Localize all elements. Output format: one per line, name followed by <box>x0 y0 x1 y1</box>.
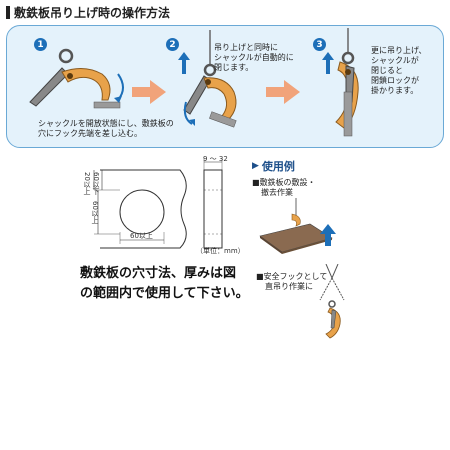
step-arrow-1-icon <box>132 80 166 104</box>
hole-dimension-diagram <box>93 158 223 249</box>
step-3-caption: 更に吊り上げ、 シャックルが 閉じると 閉鎖ロックが 掛かります。 <box>371 46 427 95</box>
hook-pin-icon <box>205 79 211 85</box>
example-2-text: ■安全フックとして 直吊り作業に <box>256 272 328 291</box>
step-2-number: 2 <box>166 38 179 51</box>
hook-body-icon <box>61 68 111 101</box>
hole-circle <box>119 189 165 235</box>
step-2-up-arrow-icon <box>178 52 190 74</box>
section-title-text: 敷鉄板吊り上げ時の操作方法 <box>14 6 171 20</box>
example-2-illustration <box>319 264 345 339</box>
steel-plate-icon <box>209 111 237 128</box>
square-bullet-icon: ■ <box>256 272 264 281</box>
steel-plate-icon <box>93 101 121 109</box>
square-bullet-icon: ■ <box>252 178 260 187</box>
dim-hole-height-label: 60以上 <box>91 201 99 224</box>
section-title: 敷鉄板吊り上げ時の操作方法 <box>6 4 170 21</box>
triangle-right-icon: ▶ <box>252 161 259 171</box>
shackle-arm-icon <box>330 309 337 329</box>
examples-title: ▶ 使用例 <box>252 160 295 173</box>
hook-pin-icon <box>345 69 351 75</box>
example-1-illustration <box>259 198 333 254</box>
step-1-illustration <box>29 48 124 109</box>
step-3-illustration <box>335 28 359 137</box>
shackle-ring-icon <box>328 300 336 308</box>
chain-sling-icon <box>325 264 339 280</box>
hook-pin-icon <box>67 73 73 79</box>
step-3-up-arrow-icon <box>322 52 334 74</box>
dim-top-label: 20以上 <box>83 172 91 195</box>
rotate-arrow-icon <box>183 101 193 125</box>
step-1-caption: シャックルを開放状態にし、敷鉄板の 穴にフック先端を差し込む。 <box>38 119 174 138</box>
dim-thickness-label: 9 ～ 32 <box>203 155 228 163</box>
plate-side-view <box>203 169 223 249</box>
example-1-up-arrow-icon <box>320 224 336 246</box>
dim-hole-width-label: 60以上 <box>130 232 153 240</box>
hook-body-icon <box>291 213 301 227</box>
dim-hole-top-label: 60以下 <box>92 172 100 195</box>
step-arrow-2-icon <box>266 80 300 104</box>
example-1-text: ■敷鉄板の敷設・ 撤去作業 <box>252 178 316 197</box>
step-2-illustration <box>183 30 237 128</box>
usage-note: 敷鉄板の穴寸法、厚みは図 の範囲内で使用して下さい。 <box>80 266 249 301</box>
shackle-ring-icon <box>203 63 217 77</box>
shackle-arm-icon <box>29 67 69 107</box>
step-3-number: 3 <box>313 38 326 51</box>
plate-outline <box>100 169 187 249</box>
rotate-arrow-icon <box>117 73 124 101</box>
shackle-ring-icon <box>341 51 355 65</box>
step-1-number: 1 <box>34 38 47 51</box>
unit-label: （単位：mm） <box>196 247 245 255</box>
steel-plate-icon <box>343 91 353 137</box>
step-2-caption: 吊り上げと同時に シャックルが自動的に 閉じます。 <box>214 43 294 72</box>
title-bar-mark <box>6 6 10 19</box>
shackle-ring-icon <box>58 48 74 64</box>
